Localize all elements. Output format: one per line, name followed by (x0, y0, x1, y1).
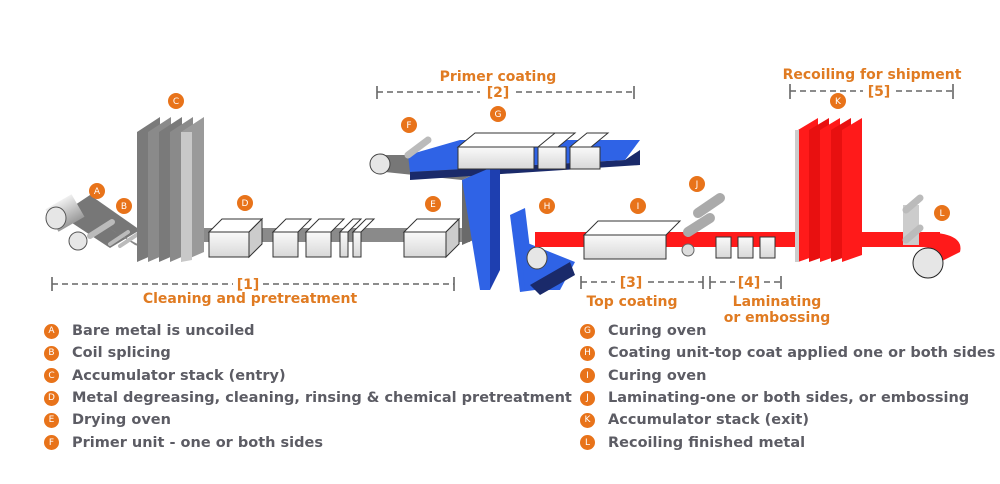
svg-text:F: F (406, 121, 411, 131)
letter-badge-icon: F (44, 435, 59, 451)
svg-text:D: D (242, 199, 249, 209)
legend-text: Drying oven (72, 412, 171, 429)
svg-text:I: I (637, 202, 640, 212)
exit-accumulator-stack (795, 118, 862, 262)
legend-text: Recoiling finished metal (608, 434, 806, 451)
marker-k: K (830, 93, 846, 109)
marker-a: A (89, 183, 105, 199)
legend-text: Accumulator stack (exit) (608, 412, 809, 429)
letter-badge-icon: C (44, 368, 59, 384)
marker-f: F (401, 117, 417, 133)
svg-text:J: J (695, 180, 699, 190)
drying-oven (402, 217, 461, 259)
letter-badge-icon: D (44, 390, 59, 406)
section-2-bracket: Primer coating [2] (376, 69, 635, 101)
legend-item: I Curing oven (580, 365, 995, 387)
embossing-units (715, 236, 776, 259)
legend-item: F Primer unit - one or both sides (44, 431, 572, 453)
marker-h: H (539, 198, 555, 214)
marker-b: B (116, 198, 132, 214)
letter-badge-icon: G (580, 323, 595, 339)
legend-item: K Accumulator stack (exit) (580, 409, 995, 431)
primer-curing-oven (456, 132, 610, 170)
legend-item: D Metal degreasing, cleaning, rinsing & c… (44, 387, 572, 409)
section-3-number: [3] (620, 275, 643, 291)
letter-badge-icon: L (580, 435, 595, 451)
letter-badge-icon: J (580, 390, 595, 406)
letter-badge-icon: E (44, 412, 59, 428)
legend-item: B Coil splicing (44, 342, 572, 364)
legend-right: G Curing oven H Coating unit-top coat appl… (580, 320, 995, 454)
svg-text:K: K (835, 97, 842, 107)
svg-text:L: L (939, 209, 944, 219)
section-3-title: Top coating (586, 294, 677, 310)
letter-badge-icon: K (580, 412, 595, 428)
section-2-number: [2] (487, 85, 510, 101)
legend-text: Accumulator stack (entry) (72, 367, 286, 384)
section-5-title: Recoiling for shipment (783, 67, 962, 83)
letter-badge-icon: A (44, 323, 59, 339)
legend-text: Coating unit-top coat applied one or bot… (608, 345, 996, 362)
letter-badge-icon: B (44, 345, 59, 361)
svg-text:C: C (173, 97, 179, 107)
marker-i: I (630, 198, 646, 214)
legend-item: A Bare metal is uncoiled (44, 320, 572, 342)
marker-c: C (168, 93, 184, 109)
section-4-bracket: [4] Laminating or embossing (709, 275, 831, 326)
legend-text: Coil splicing (72, 345, 171, 362)
section-3-bracket: [3] Top coating (580, 275, 704, 310)
section-1-bracket: [1] Cleaning and pretreatment (51, 277, 455, 307)
svg-text:G: G (495, 110, 502, 120)
legend-item: H Coating unit-top coat applied one or bo… (580, 342, 995, 364)
topcoat-curing-oven (582, 220, 682, 260)
legend-text: Metal degreasing, cleaning, rinsing & ch… (72, 390, 572, 407)
entry-accumulator-stack (137, 117, 204, 262)
marker-g: G (490, 106, 506, 122)
svg-text:B: B (121, 202, 127, 212)
section-5-bracket: Recoiling for shipment [5] (783, 67, 962, 100)
recoiler-rolls (902, 194, 924, 245)
legend-text: Curing oven (608, 323, 707, 340)
pretreatment-tanks (207, 217, 376, 259)
legend-item: E Drying oven (44, 409, 572, 431)
legend-text: Laminating-one or both sides, or embossi… (608, 390, 970, 407)
marker-e: E (425, 196, 441, 212)
legend-item: C Accumulator stack (entry) (44, 365, 572, 387)
legend-item: J Laminating-one or both sides, or emboss… (580, 387, 995, 409)
section-2-title: Primer coating (440, 69, 557, 85)
letter-badge-icon: I (580, 368, 595, 384)
legend-left: A Bare metal is uncoiled B Coil splicing C… (44, 320, 572, 454)
section-4-number: [4] (738, 275, 761, 291)
svg-text:H: H (544, 202, 551, 212)
svg-text:E: E (430, 200, 436, 210)
letter-badge-icon: H (580, 345, 595, 361)
topcoat-unit (510, 208, 575, 295)
section-4-title-line2: or embossing (724, 310, 831, 326)
section-4-title-line1: Laminating (733, 294, 822, 310)
legend-text: Curing oven (608, 367, 707, 384)
marker-d: D (237, 195, 253, 211)
section-1-number: [1] (237, 277, 260, 293)
marker-l: L (934, 205, 950, 221)
legend-text: Primer unit - one or both sides (72, 434, 323, 451)
laminating-rolls (681, 193, 725, 257)
marker-j: J (689, 176, 705, 192)
primer-applicator-rolls (404, 136, 432, 159)
uncoiler-roll (45, 194, 140, 251)
legend-item: G Curing oven (580, 320, 995, 342)
section-5-number: [5] (868, 84, 891, 100)
legend-text: Bare metal is uncoiled (72, 323, 255, 340)
svg-text:A: A (94, 187, 101, 197)
legend-item: L Recoiling finished metal (580, 431, 995, 453)
section-1-title: Cleaning and pretreatment (143, 291, 358, 307)
